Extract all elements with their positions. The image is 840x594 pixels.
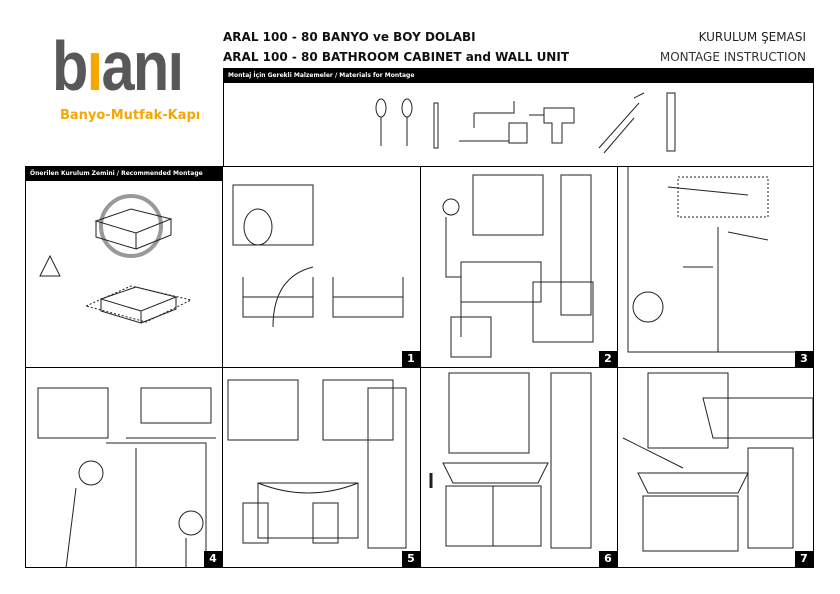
logo-wordmark: bıanı xyxy=(52,27,184,105)
step-number: 1 xyxy=(402,351,420,367)
pencil-icon xyxy=(433,102,439,149)
recommended-floor-panel: Önerilen Kurulum Zemini / Recommended Mo… xyxy=(25,166,223,368)
tape-measure-icon xyxy=(459,122,528,144)
step-7-panel: 7 xyxy=(617,367,814,568)
floor-label: Önerilen Kurulum Zemini / Recommended Mo… xyxy=(26,167,222,191)
step-2-panel: 2 xyxy=(420,166,618,368)
step-1-panel: 1 xyxy=(222,166,421,368)
logo-tagline: Banyo-Mutfak-Kapı xyxy=(60,108,201,123)
step-number: 3 xyxy=(795,351,813,367)
step-number: 4 xyxy=(204,551,222,567)
step-5-panel: 5 xyxy=(222,367,421,568)
floor-illustration xyxy=(39,194,193,324)
subtitle-turkish: KURULUM ŞEMASI xyxy=(698,30,806,44)
prohibited-icon xyxy=(99,194,163,258)
tools-illustration xyxy=(375,92,676,154)
drill-icon xyxy=(529,107,575,144)
silicone-gun-icon xyxy=(598,92,645,154)
step-number: 7 xyxy=(795,551,813,567)
step-3-panel: 3 xyxy=(617,166,814,368)
title-turkish: ARAL 100 - 80 BANYO ve BOY DOLABI xyxy=(223,30,476,44)
step-6-panel: 6 xyxy=(420,367,618,568)
step-number: 5 xyxy=(402,551,420,567)
screwdriver-icon xyxy=(401,98,413,146)
step-number: 6 xyxy=(599,551,617,567)
spirit-level-icon xyxy=(666,92,676,152)
step-number: 2 xyxy=(599,351,617,367)
title-english: ARAL 100 - 80 BATHROOM CABINET and WALL … xyxy=(223,50,570,64)
warning-icon xyxy=(39,254,61,277)
hex-key-icon xyxy=(473,101,515,128)
brand-logo: bıanı Banyo-Mutfak-Kapı xyxy=(52,27,201,123)
materials-label: Montaj İçin Gerekli Malzemeler / Materia… xyxy=(224,69,813,83)
screwdriver-icon xyxy=(375,98,387,146)
materials-panel: Montaj İçin Gerekli Malzemeler / Materia… xyxy=(223,68,814,167)
step-4-panel: 4 xyxy=(25,367,223,568)
subtitle-english: MONTAGE INSTRUCTION xyxy=(659,50,806,64)
